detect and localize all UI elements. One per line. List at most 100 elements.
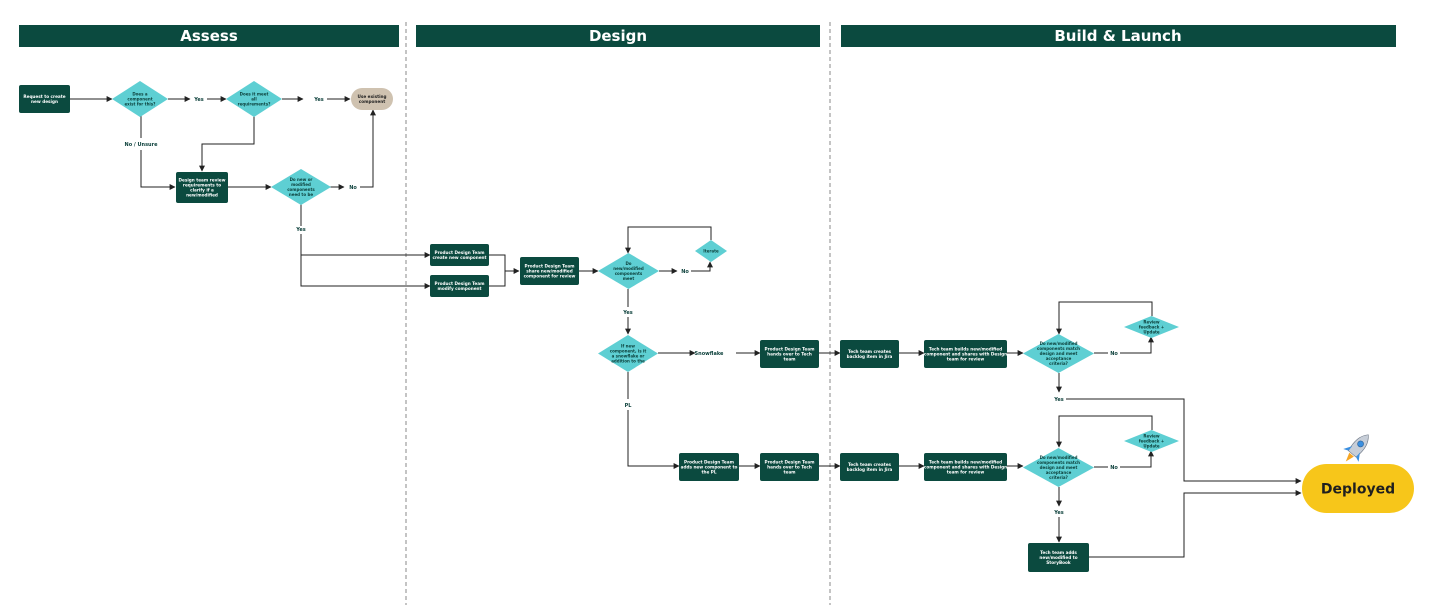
connector xyxy=(300,255,431,289)
edge-label-yes: Yes xyxy=(622,310,633,316)
storybook-box-label: new/modified to xyxy=(1039,555,1077,560)
iterate-node-shape xyxy=(695,240,727,262)
connector xyxy=(1066,398,1302,484)
edge-label-pl: PL xyxy=(625,403,633,409)
handover-tech-box-shape xyxy=(760,453,819,481)
decision-meets-requirements-label: Does it meet xyxy=(240,92,269,97)
connector xyxy=(300,234,431,258)
lane-header-build: Build & Launch xyxy=(841,25,1396,47)
decision-match-design-shape xyxy=(1023,334,1094,373)
create-component-box-label: Product Design Team xyxy=(435,250,486,255)
review-feedback-node-label: Review xyxy=(1143,434,1159,439)
decision-snowflake-or-pl-label: addition to the xyxy=(611,359,645,364)
edge-label-no: No xyxy=(1110,465,1118,471)
decision-components-meet-label: Do xyxy=(625,261,631,266)
decision-component-exists-label: Does a xyxy=(132,92,148,97)
edge-label-yes: Yes xyxy=(193,97,204,103)
connector xyxy=(1120,450,1154,468)
decision-component-exists-label: component xyxy=(127,97,152,102)
decision-match-design-label: design and meet xyxy=(1040,465,1078,470)
connector xyxy=(489,254,520,274)
decision-match-design-label: criteria? xyxy=(1049,475,1068,480)
edge-label-yes: Yes xyxy=(313,97,324,103)
adds-to-pl-box-label: Product Design Team xyxy=(684,460,735,465)
design-team-review-box-label: Design team review xyxy=(179,178,226,183)
decision-match-design-label: acceptance xyxy=(1046,356,1072,361)
lane-header-assess: Assess xyxy=(19,25,399,47)
edge-label-yes: Yes xyxy=(1053,397,1064,403)
decision-snowflake-or-pl-label: component, is it xyxy=(610,349,647,354)
review-feedback-node-label: Review xyxy=(1143,320,1159,325)
decision-meets-requirements-label: requirements? xyxy=(238,102,271,107)
adds-to-pl-box-shape xyxy=(679,453,739,481)
review-feedback-node-label: Update xyxy=(1143,330,1160,335)
edge-label-no: No xyxy=(1110,351,1118,357)
adds-to-pl-box-label: adds new component to xyxy=(681,465,738,470)
design-team-review-box-shape xyxy=(176,172,228,203)
backlog-jira-box-label: backlog item in Jira xyxy=(847,467,893,472)
share-component-box-label: component for review xyxy=(524,274,576,279)
connector xyxy=(199,116,255,172)
connector xyxy=(1120,336,1154,354)
decision-match-design-label: design and meet xyxy=(1040,351,1078,356)
create-component-box-label: create new component xyxy=(432,255,486,260)
decision-new-or-modified-label: Do new or xyxy=(290,177,313,182)
edge-label-snowflake: Snowflake xyxy=(695,351,724,357)
deployed-terminal-label: Deployed xyxy=(1321,482,1395,498)
use-existing-component-label: component xyxy=(359,99,385,104)
iterate-node-label: Iterate xyxy=(703,249,719,254)
decision-new-or-modified-shape xyxy=(271,169,331,205)
decision-snowflake-or-pl-shape xyxy=(598,335,658,372)
design-team-review-box-label: clarify if a xyxy=(190,188,214,193)
tech-build-box-shape xyxy=(924,453,1007,481)
backlog-jira-box-shape xyxy=(840,453,899,481)
rocket-icon xyxy=(1343,434,1369,462)
lane-header-bar xyxy=(841,25,1396,47)
share-component-box-label: Product Design Team xyxy=(525,264,576,269)
decision-match-design-label: Do new/modified xyxy=(1040,455,1078,460)
create-component-box-shape xyxy=(430,244,489,266)
storybook-box-shape xyxy=(1028,543,1089,572)
tech-build-box-label: component and shares with Design xyxy=(924,465,1007,470)
backlog-jira-box-label: Tech team creates xyxy=(848,462,892,467)
use-existing-component-label: Use existing xyxy=(357,94,386,99)
design-team-review-box-label: new/modified xyxy=(186,193,218,198)
decision-meets-requirements-label: all xyxy=(251,97,257,102)
connectors xyxy=(70,96,1302,558)
connector xyxy=(625,226,712,254)
decision-new-or-modified-label: need to be xyxy=(289,192,313,197)
handover-tech-box-label: Product Design Team xyxy=(765,460,816,465)
modify-component-box-label: modify component xyxy=(437,286,481,291)
lane-header-bar xyxy=(19,25,399,47)
review-feedback-node-label: Update xyxy=(1143,444,1160,449)
connector xyxy=(691,261,713,272)
edge-label-yes: Yes xyxy=(1053,510,1064,516)
lane-header-design: Design xyxy=(416,25,820,47)
request-box-shape xyxy=(19,85,70,113)
connector xyxy=(1089,490,1302,558)
edge-label-no-unsure: No / Unsure xyxy=(125,142,159,148)
decision-components-meet-label: components xyxy=(615,271,643,276)
review-feedback-node-shape xyxy=(1124,316,1179,338)
decision-snowflake-or-pl-label: If new xyxy=(621,344,635,349)
tech-build-box-label: component and shares with Design xyxy=(924,352,1007,357)
connector xyxy=(1056,415,1153,448)
design-team-review-box-label: requirements to xyxy=(183,183,221,188)
use-existing-component-shape xyxy=(351,88,393,110)
edge-labels: Yes Yes No / Unsure No Yes No Yes Snowfl… xyxy=(125,97,1119,516)
edge-label-yes: Yes xyxy=(295,227,306,233)
decision-snowflake-or-pl-label: a snowflake or xyxy=(612,354,645,359)
backlog-jira-box-shape xyxy=(840,340,899,368)
backlog-jira-box-label: Tech team creates xyxy=(848,349,892,354)
